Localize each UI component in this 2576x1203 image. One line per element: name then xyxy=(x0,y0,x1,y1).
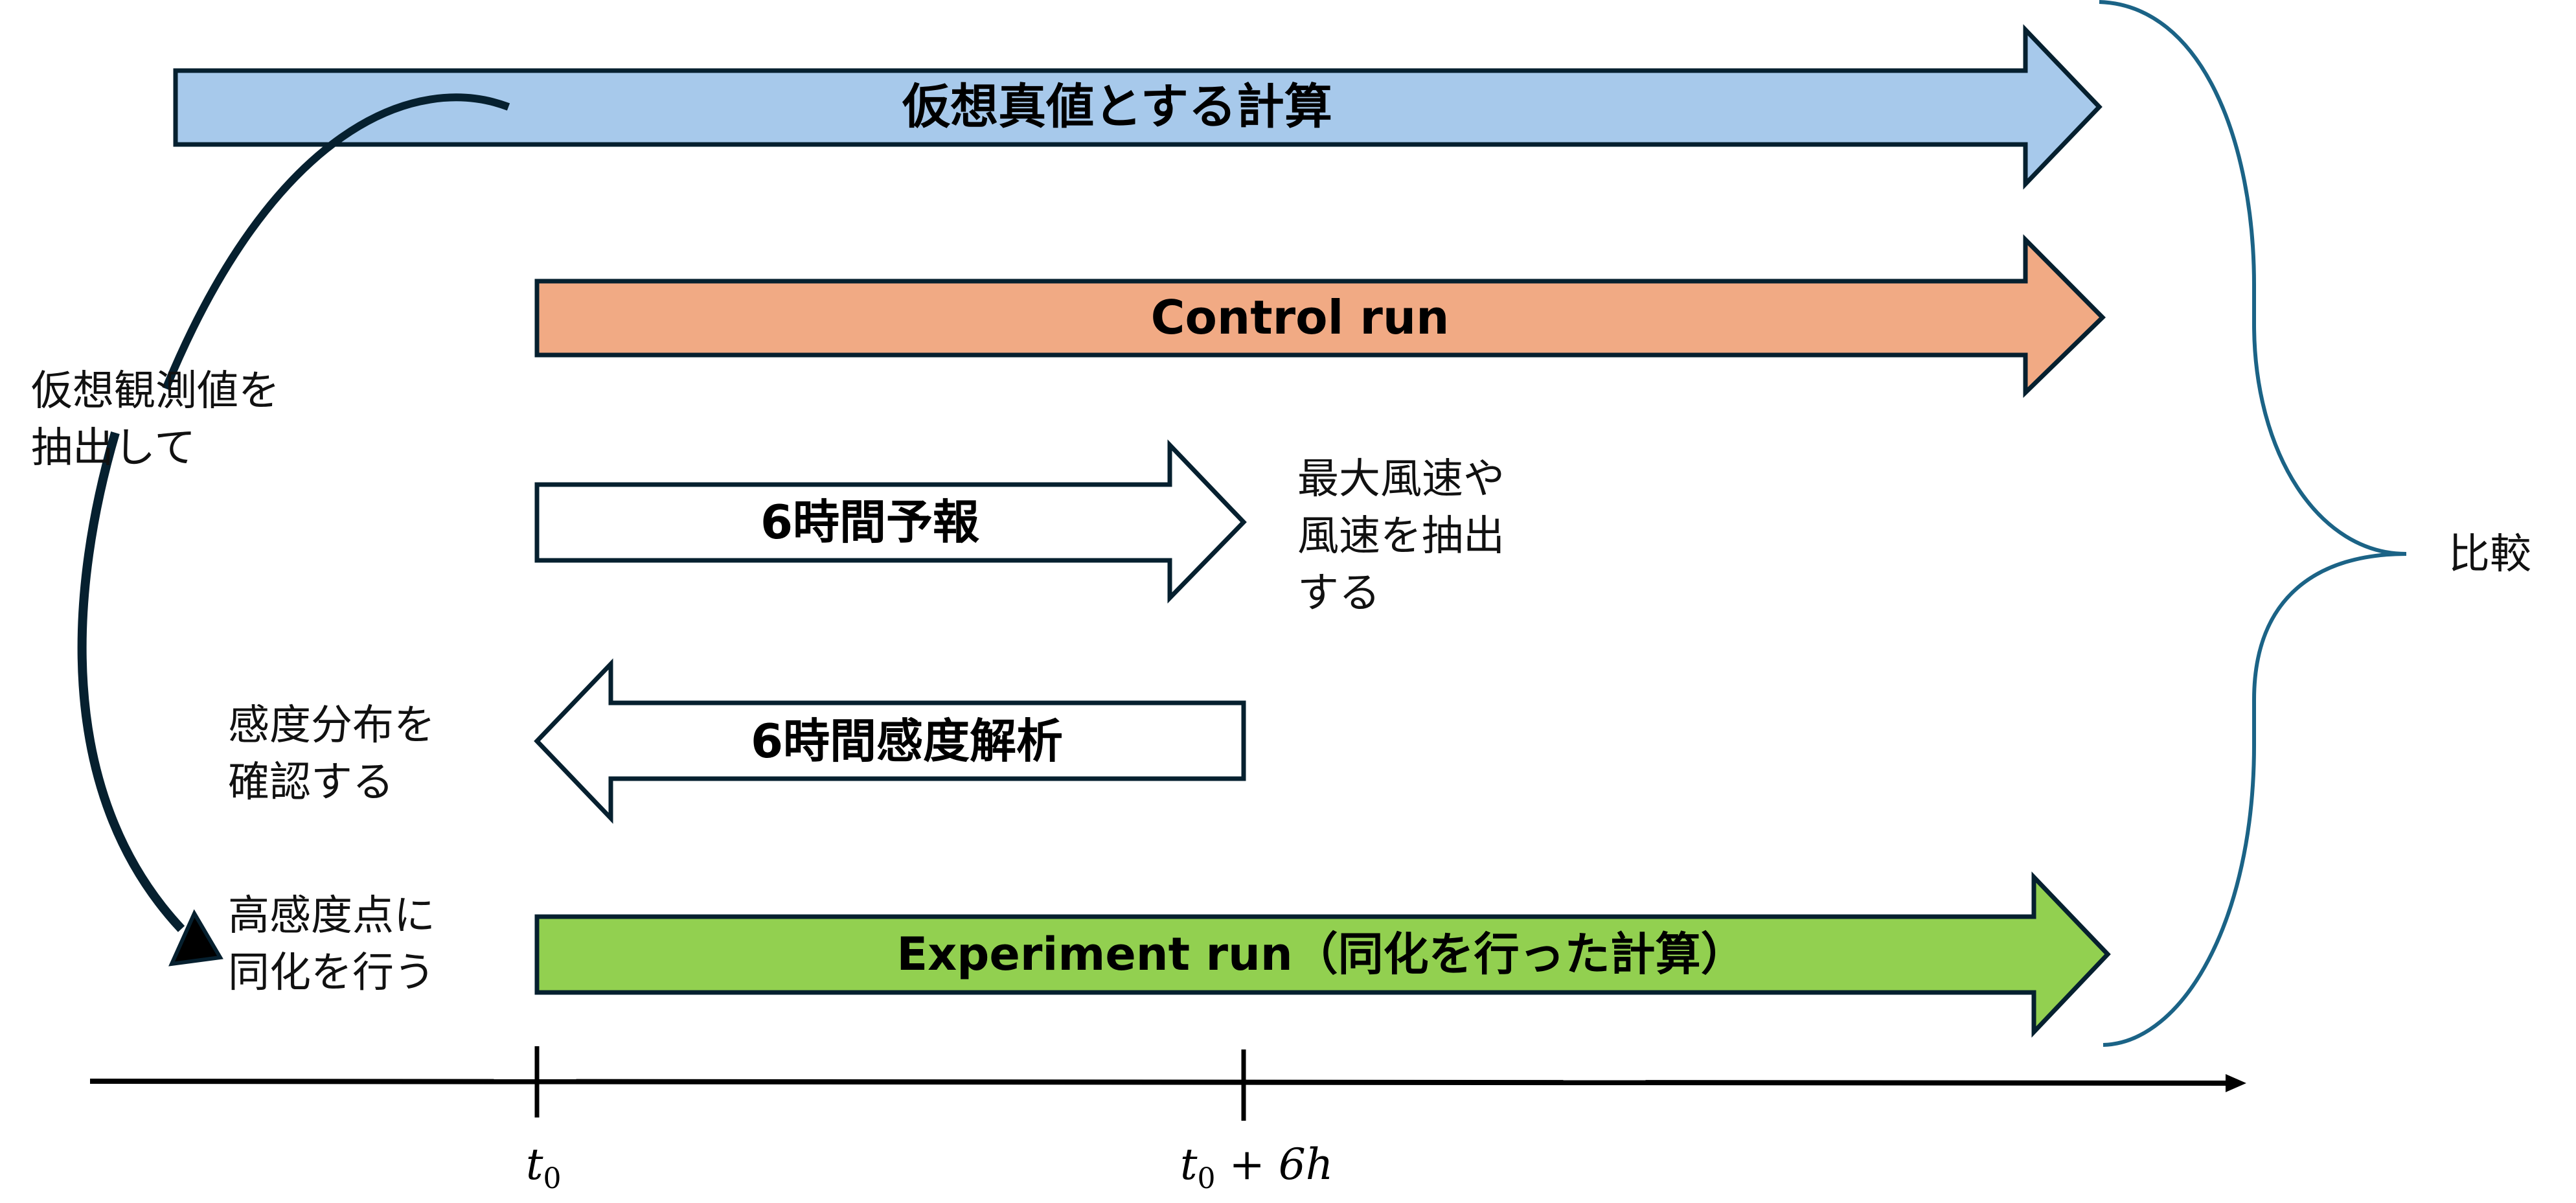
control-run-label: Control run xyxy=(1151,290,1450,345)
comparison-brace xyxy=(2099,0,2407,1047)
note-check-sensitivity: 感度分布を 確認する xyxy=(228,702,435,807)
truth-run-label: 仮想真値とする計算 xyxy=(902,79,1332,135)
sensitivity-6h-arrow: 6時間感度解析 xyxy=(534,658,1246,824)
experiment-run-arrow: Experiment run（同化を行った計算） xyxy=(534,871,2111,1038)
curved-arrow-head xyxy=(168,909,223,967)
curved-arrow-lower-stroke xyxy=(77,431,185,932)
tick-label-t0: t0 xyxy=(526,1140,562,1195)
sensitivity-6h-label: 6時間感度解析 xyxy=(751,714,1063,768)
forecast-6h-label: 6時間予報 xyxy=(760,495,979,549)
experiment-run-arrow-shape xyxy=(534,871,2111,1038)
control-run-arrow-shape xyxy=(534,234,2106,398)
timeline-axis: t0 t0 + 6h xyxy=(89,1046,2246,1195)
note-extract-wind: 最大風速や 風速を抽出 する xyxy=(1297,455,1505,617)
curved-arrow-upper-stroke xyxy=(162,93,510,391)
control-run-arrow: Control run xyxy=(534,234,2106,398)
truth-run-arrow-shape xyxy=(173,24,2103,190)
note-compare: 比較 xyxy=(2448,531,2531,579)
sensitivity-6h-arrow-shape xyxy=(534,658,1246,824)
truth-run-arrow: 仮想真値とする計算 xyxy=(173,24,2103,190)
note-assimilate: 高感度点に 同化を行う xyxy=(228,892,435,997)
forecast-6h-arrow: 6時間予報 xyxy=(534,439,1247,604)
curved-flow-arrow xyxy=(77,93,510,967)
timeline-axis-arrowhead xyxy=(2226,1074,2246,1092)
experiment-run-label: Experiment run（同化を行った計算） xyxy=(896,928,1746,981)
forecast-6h-arrow-shape xyxy=(534,439,1247,604)
tick-label-t0-plus-6h: t0 + 6h xyxy=(1180,1140,1333,1195)
timeline-axis-line xyxy=(89,1079,2229,1086)
note-extract-observations: 仮想観測値を 抽出して xyxy=(31,367,280,472)
